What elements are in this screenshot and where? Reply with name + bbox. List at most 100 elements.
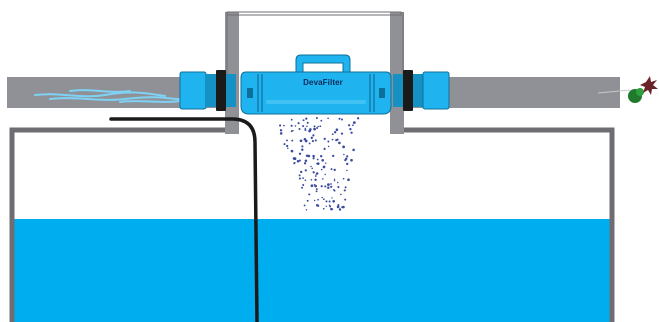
water-droplet bbox=[342, 145, 345, 149]
water-droplet bbox=[320, 119, 323, 122]
water-droplet bbox=[331, 133, 334, 136]
water-droplet bbox=[290, 118, 293, 121]
water-droplet bbox=[346, 155, 349, 158]
water-droplet bbox=[325, 200, 328, 203]
water-droplet bbox=[321, 196, 323, 199]
water-droplet bbox=[341, 206, 343, 208]
water-droplet bbox=[297, 122, 300, 125]
water-droplet bbox=[328, 204, 331, 207]
water-droplet bbox=[313, 125, 316, 128]
water-droplet bbox=[306, 125, 308, 127]
water-droplet bbox=[344, 157, 348, 161]
water-droplet bbox=[352, 121, 356, 124]
water-droplet bbox=[312, 134, 315, 137]
water-droplet bbox=[349, 127, 352, 131]
water-droplet bbox=[333, 178, 336, 181]
water-droplet bbox=[327, 186, 330, 190]
water-droplet bbox=[321, 158, 325, 162]
water-droplet bbox=[305, 209, 308, 211]
water-droplet bbox=[279, 132, 283, 135]
water-droplet bbox=[286, 139, 288, 142]
water-droplet bbox=[298, 152, 302, 155]
water-droplet bbox=[279, 124, 282, 127]
water-droplet bbox=[343, 153, 345, 156]
water-droplet bbox=[330, 183, 332, 185]
water-droplet bbox=[315, 190, 318, 193]
water-droplet bbox=[335, 138, 338, 142]
water-droplet bbox=[352, 148, 355, 152]
water-droplet bbox=[315, 203, 319, 207]
water-droplet bbox=[344, 198, 347, 201]
water-droplet bbox=[350, 131, 353, 134]
water-droplet bbox=[340, 132, 344, 135]
water-droplet bbox=[312, 171, 315, 174]
water-droplet bbox=[279, 129, 283, 132]
filter-unit bbox=[240, 54, 392, 115]
water-droplet bbox=[338, 117, 341, 120]
water-droplet bbox=[287, 147, 289, 150]
water-droplet bbox=[327, 140, 330, 143]
water-droplet bbox=[292, 157, 296, 160]
tank bbox=[9, 127, 615, 322]
water-droplet bbox=[308, 129, 311, 133]
water-droplet bbox=[343, 189, 346, 192]
filter-brand-label: DevaFilter bbox=[303, 78, 343, 87]
water-droplet bbox=[304, 179, 307, 182]
water-droplet bbox=[356, 117, 360, 120]
water-droplet bbox=[306, 199, 309, 202]
water-droplet bbox=[336, 181, 339, 184]
water-droplet bbox=[332, 154, 335, 158]
water-droplet bbox=[314, 139, 317, 142]
water-droplet bbox=[302, 119, 305, 122]
water-droplet bbox=[317, 162, 320, 165]
water-droplet bbox=[325, 205, 328, 208]
water-droplet bbox=[327, 145, 330, 148]
water-droplet bbox=[317, 125, 320, 128]
water-droplet bbox=[333, 179, 336, 182]
water-droplet bbox=[335, 128, 339, 131]
housing-wall-right bbox=[390, 12, 404, 134]
water-droplet bbox=[290, 124, 293, 127]
water-droplet bbox=[333, 168, 336, 172]
tank-wall-right bbox=[390, 127, 615, 322]
water-droplet bbox=[298, 127, 301, 131]
water-droplet bbox=[346, 169, 348, 172]
water-droplet bbox=[350, 158, 353, 162]
water-droplet bbox=[337, 186, 340, 189]
water-droplet bbox=[314, 178, 317, 182]
water-droplet bbox=[310, 178, 313, 181]
water-droplet bbox=[312, 157, 315, 160]
water-droplet bbox=[331, 138, 334, 141]
water-droplet bbox=[308, 193, 311, 196]
water-droplet bbox=[306, 121, 309, 124]
water-droplet bbox=[303, 162, 307, 165]
water-droplet bbox=[338, 141, 341, 145]
water-droplet bbox=[344, 186, 347, 189]
housing-frame bbox=[226, 11, 402, 16]
coupling-right bbox=[393, 70, 450, 111]
water-droplet bbox=[344, 159, 346, 162]
water-droplet bbox=[290, 130, 293, 133]
water-droplet bbox=[283, 124, 285, 127]
water-droplet bbox=[347, 178, 350, 182]
water-droplet bbox=[315, 188, 318, 191]
water-droplet bbox=[301, 145, 304, 148]
water-droplet bbox=[283, 143, 286, 146]
water-droplet bbox=[291, 139, 294, 142]
water-droplet bbox=[342, 205, 345, 209]
water-droplet bbox=[334, 131, 337, 134]
water-droplet bbox=[327, 183, 330, 186]
water-droplet bbox=[324, 173, 326, 176]
water-droplet bbox=[323, 147, 326, 150]
water-droplet bbox=[304, 169, 307, 172]
water-droplet bbox=[304, 159, 308, 163]
water-droplet bbox=[294, 125, 297, 127]
water-droplet bbox=[311, 167, 314, 170]
water-droplet bbox=[298, 177, 301, 180]
water-droplet bbox=[313, 127, 316, 131]
water-droplet bbox=[311, 140, 314, 143]
water-droplet bbox=[308, 142, 311, 145]
water-droplet bbox=[298, 159, 301, 162]
water-droplet bbox=[322, 207, 325, 210]
water-droplet bbox=[320, 155, 323, 158]
